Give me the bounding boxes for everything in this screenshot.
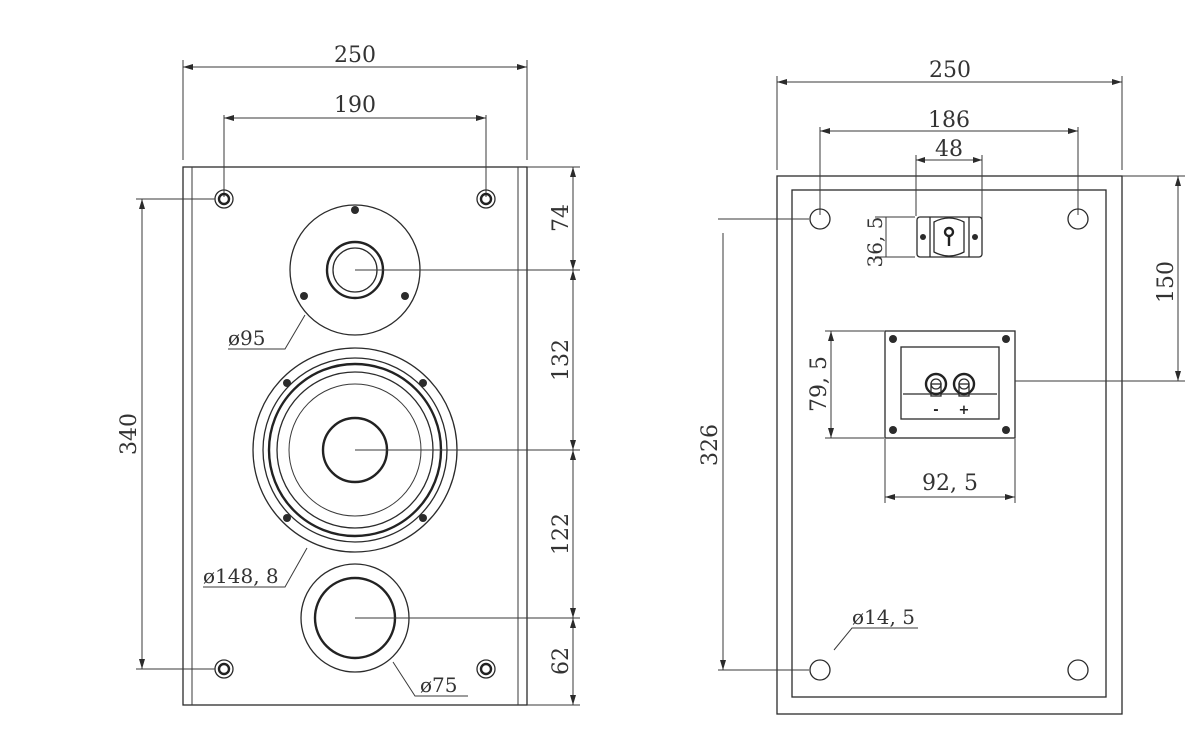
back-terminal-width-label: 92, 5 xyxy=(922,471,978,496)
arrow xyxy=(885,494,895,500)
front-dim-top-label: 74 xyxy=(549,204,574,232)
arrow xyxy=(570,695,576,705)
back-panel-inner xyxy=(791,189,1107,698)
mount-hole-icon xyxy=(1067,208,1089,230)
screw-icon xyxy=(214,659,234,679)
arrow xyxy=(777,79,787,85)
arrow xyxy=(828,428,834,438)
back-height-label: 326 xyxy=(698,424,723,466)
mount-hole-icon xyxy=(809,659,831,681)
front-screw-spacing-label: 190 xyxy=(334,93,376,118)
arrow xyxy=(183,64,193,70)
leader xyxy=(228,314,306,350)
leader xyxy=(203,547,308,588)
back-cabinet-outline xyxy=(776,175,1123,715)
front-dim-bottom-label: 62 xyxy=(549,647,574,675)
binding-post-plus-icon xyxy=(952,372,976,397)
front-dim-mid2-label: 122 xyxy=(549,513,574,555)
tweeter-diameter-label: ø95 xyxy=(228,326,266,350)
mount-hole-icon xyxy=(1067,659,1089,681)
arrow xyxy=(570,260,576,270)
woofer-diameter-label: ø148, 8 xyxy=(203,564,279,588)
mount-hole-icon xyxy=(809,208,831,230)
arrow xyxy=(570,450,576,460)
arrow xyxy=(1112,79,1122,85)
binding-post-minus-icon xyxy=(924,372,948,397)
leader xyxy=(392,661,468,697)
arrow xyxy=(1175,176,1181,186)
arrow xyxy=(820,128,830,134)
front-cabinet-outline xyxy=(182,166,528,706)
plus-label: + xyxy=(959,403,970,418)
back-view: 250 186 48 36, 5 xyxy=(698,58,1185,715)
back-width-label: 250 xyxy=(929,58,971,83)
port-diameter-label: ø75 xyxy=(420,673,458,697)
arrow xyxy=(828,331,834,341)
arrow xyxy=(1175,371,1181,381)
front-dim-mid1-label: 132 xyxy=(549,339,574,381)
back-bracket-width-label: 48 xyxy=(935,137,963,162)
arrow xyxy=(720,660,726,670)
back-hole-diameter-label: ø14, 5 xyxy=(852,605,915,629)
screw-icon xyxy=(476,659,496,679)
keyhole-bracket-icon xyxy=(916,216,983,258)
arrow xyxy=(570,440,576,450)
arrow xyxy=(570,608,576,618)
terminal-plate: - + xyxy=(884,330,1016,439)
back-terminal-height-label: 79, 5 xyxy=(807,356,832,412)
minus-label: - xyxy=(933,403,938,418)
arrow xyxy=(1068,128,1078,134)
arrow xyxy=(570,618,576,628)
arrow xyxy=(973,157,982,163)
back-terminal-offset-label: 150 xyxy=(1154,261,1179,303)
arrow xyxy=(1005,494,1015,500)
front-width-label: 250 xyxy=(334,43,376,68)
arrow xyxy=(570,167,576,177)
arrow xyxy=(570,270,576,280)
leader xyxy=(833,627,918,651)
arrow xyxy=(224,115,234,121)
front-height-label: 340 xyxy=(117,413,142,455)
arrow xyxy=(139,199,145,209)
arrow xyxy=(916,157,925,163)
screw-icon xyxy=(476,189,496,209)
arrow xyxy=(517,64,527,70)
arrow xyxy=(139,659,145,669)
arrow xyxy=(476,115,486,121)
back-bracket-height-label: 36, 5 xyxy=(863,217,887,268)
front-view: 250 190 340 xyxy=(117,43,580,706)
back-hole-spacing-label: 186 xyxy=(928,108,970,133)
